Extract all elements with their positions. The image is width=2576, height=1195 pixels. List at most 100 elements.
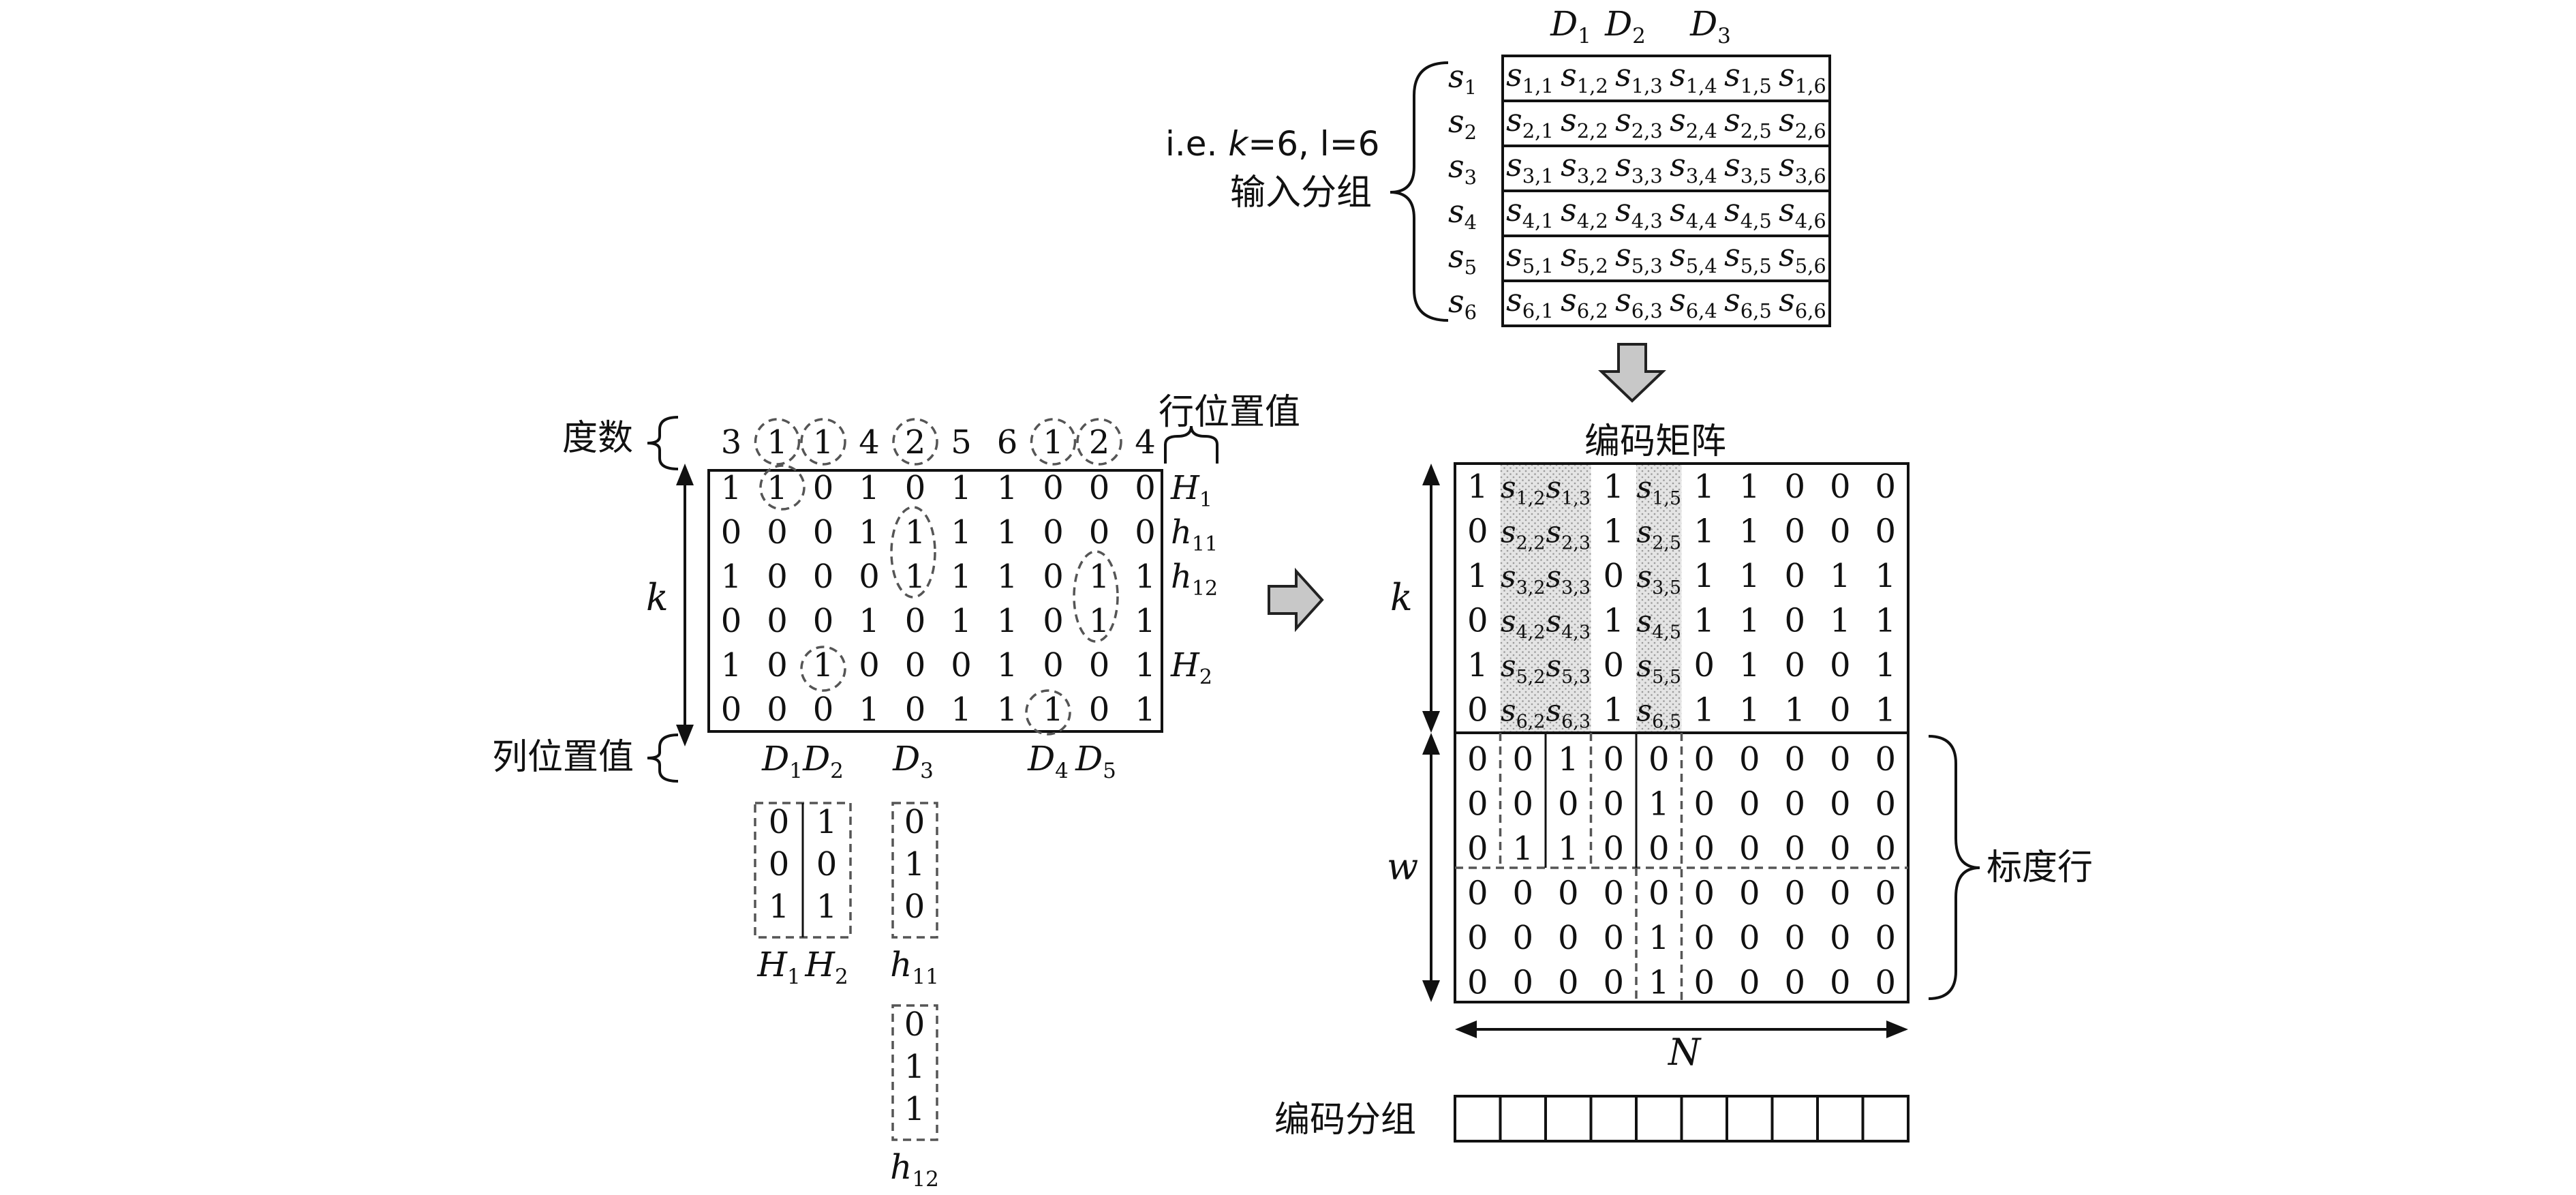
matrix-cell: 1: [997, 602, 1018, 640]
encoding-cell: s4,5: [1636, 605, 1681, 644]
shaded-column: [1546, 464, 1591, 733]
degree-brace: [647, 416, 679, 470]
vector-label: H2: [804, 945, 848, 989]
matrix-cell: 0: [1089, 691, 1110, 729]
encoding-cell: 1: [1603, 513, 1624, 551]
encoding-cell: s4,2: [1501, 605, 1546, 644]
input-brace: [1390, 61, 1449, 322]
input-cell: s2,5: [1724, 102, 1772, 142]
scale-cell: 0: [1558, 919, 1579, 957]
encoding-cell: 1: [1693, 468, 1715, 506]
encoding-cell: 1: [1693, 691, 1715, 729]
matrix-cell: 1: [951, 602, 972, 640]
input-cell: s5,6: [1779, 237, 1826, 277]
encoding-cell: 0: [1467, 602, 1488, 640]
matrix-cell: 1: [859, 602, 880, 640]
scale-cell: 0: [1830, 830, 1851, 868]
shaded-column: [1500, 464, 1546, 733]
matrix-cell: 0: [905, 602, 926, 640]
encoding-cell: 1: [1693, 557, 1715, 595]
matrix-cell: 1: [1089, 602, 1110, 640]
matrix-cell: 1: [997, 646, 1018, 684]
encoding-cell: 1: [1830, 557, 1851, 595]
right-k-label: k: [1390, 576, 1413, 619]
input-cell: s2,6: [1779, 102, 1826, 142]
output-label: 编码分组: [1274, 1100, 1416, 1140]
vector-cell: 1: [769, 888, 790, 926]
matrix-cell: 0: [767, 558, 788, 596]
matrix-cell: 0: [813, 558, 834, 596]
input-cell: s6,4: [1670, 282, 1717, 322]
scale-cell: 0: [1558, 785, 1579, 823]
degree-matrix: [707, 469, 1163, 733]
scale-cell: 0: [1512, 875, 1533, 913]
w-label: w: [1387, 845, 1418, 888]
scale-cell: 0: [1830, 740, 1851, 778]
matrix-cell: 1: [997, 513, 1018, 551]
scale-cell: 0: [1875, 964, 1896, 1002]
encoding-cell: 0: [1467, 513, 1488, 551]
scale-cell: 0: [1693, 740, 1715, 778]
scale-cell: 0: [1467, 740, 1488, 778]
scale-cell: 0: [1467, 919, 1488, 957]
encoding-cell: 1: [1467, 646, 1488, 684]
degree-value: 2: [905, 423, 926, 462]
matrix-cell: 0: [1043, 513, 1064, 551]
row-position-brace: [1164, 425, 1218, 464]
matrix-cell: 1: [1043, 691, 1064, 729]
encoding-cell: 0: [1875, 513, 1896, 551]
input-cell: s5,5: [1724, 237, 1772, 277]
output-cell: [1544, 1095, 1593, 1143]
matrix-cell: 0: [1089, 469, 1110, 507]
scale-cell: 0: [1784, 830, 1805, 868]
scale-cell: 0: [1649, 740, 1670, 778]
scale-cell: 0: [1875, 830, 1896, 868]
encoding-cell: 0: [1784, 513, 1805, 551]
matrix-cell: 0: [951, 646, 972, 684]
output-cell: [1770, 1095, 1819, 1143]
vector-cell: 0: [904, 888, 925, 926]
output-group: 编码分组: [1274, 1095, 1910, 1143]
input-cell: s5,1: [1506, 237, 1554, 277]
vector-cell: 0: [769, 803, 790, 841]
degree-value: 4: [859, 423, 880, 462]
degree-circle: [800, 418, 846, 466]
input-row-label: s2: [1448, 103, 1477, 144]
input-cell: s2,4: [1670, 102, 1717, 142]
matrix-cell: 1: [997, 691, 1018, 729]
col-tag: D1: [761, 739, 803, 783]
degree-circle: [1030, 418, 1077, 466]
degree-label: 度数: [562, 418, 633, 459]
matrix-cell: 0: [767, 602, 788, 640]
input-cell: s6,6: [1779, 282, 1826, 322]
input-cell: s3,1: [1506, 147, 1554, 187]
output-cell: [1635, 1095, 1683, 1143]
scale-cell: 0: [1558, 964, 1579, 1002]
matrix-cell: 1: [951, 558, 972, 596]
encoding-cell: s3,5: [1636, 560, 1681, 599]
vector-cell: 1: [816, 803, 838, 841]
output-cell: [1589, 1095, 1638, 1143]
output-cell: [1454, 1095, 1502, 1143]
scale-cell: 0: [1784, 875, 1805, 913]
scale-cell: 0: [1784, 919, 1805, 957]
matrix-cell: 1: [905, 513, 926, 551]
vector-cell: 1: [816, 888, 838, 926]
scale-cell: 0: [1739, 740, 1760, 778]
scale-cell: 0: [1649, 830, 1670, 868]
vector-label: h11: [890, 945, 939, 989]
input-cell: s3,2: [1561, 147, 1608, 187]
matrix-cell: 1: [1135, 646, 1156, 684]
vector-cell: 0: [904, 1005, 925, 1044]
input-cell: s3,5: [1724, 147, 1772, 187]
matrix-cell: 0: [1135, 513, 1156, 551]
scale-cell: 0: [1784, 785, 1805, 823]
scale-cell: 0: [1739, 964, 1760, 1002]
